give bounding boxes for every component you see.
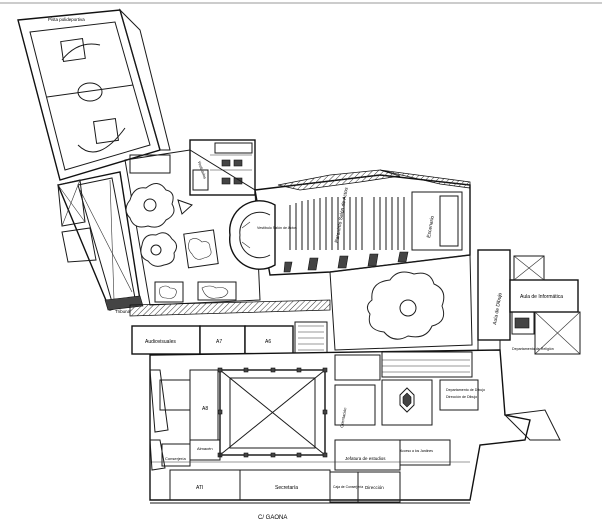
vestuarios-block [189,139,256,196]
cloister-pillars [217,367,328,458]
label-depto-dibujo: Departamento de Dibujo [446,388,485,392]
label-aula-dibujo: Aula de Dibujo [492,292,504,325]
vestibulo-stair [229,200,276,270]
label-conserjeria: Conserjería [165,456,186,461]
label-direccion: Dirección [365,485,384,490]
label-escenario: Escenario [426,215,436,238]
label-orientacion: Orientación [339,407,347,428]
label-pista: Pista polideportiva [48,17,85,22]
garden-trees [125,183,237,303]
big-tree [366,271,445,340]
court-side-strip [118,8,171,151]
aula-dibujo-block [477,249,511,381]
label-acceso: Acceso a los Jardines [400,449,433,453]
label-jefatura: Jefatura de estudios [345,456,386,461]
assembly-hall [254,169,471,276]
label-secretaria: Secretaría [275,485,298,491]
main-building [149,349,531,503]
label-tribuna: Tribuna [115,309,131,314]
label-a8: A8 [202,406,208,412]
street-label: C/ GAONA [258,515,287,521]
label-ati: ATI [196,485,203,491]
seating-rows [289,197,405,250]
label-aula-informatica: Aula de Informática [520,294,563,300]
tree-trunk [399,299,417,317]
label-a6: A6 [265,339,271,345]
label-caja: Caja de Conserjería [333,485,363,489]
aula-informatica-block [509,255,581,355]
label-audiovisuales: Audiovisuales [145,339,176,345]
label-direccion-dibujo: Dirección de Dibujo [446,395,477,399]
label-vestibulo: Vestíbulo Salón de Actos [257,226,297,230]
label-almacen: Almacén [197,446,213,451]
right-lower-wing [503,409,561,441]
tribuna-block [57,171,144,311]
label-depto-religion: Departamento de Religión [512,347,554,351]
garden-stair [129,154,171,174]
right-courtyard [329,254,473,351]
label-vestuarios: Vestuarios [197,160,208,179]
label-a7: A7 [216,339,222,345]
classroom-row [129,299,331,357]
